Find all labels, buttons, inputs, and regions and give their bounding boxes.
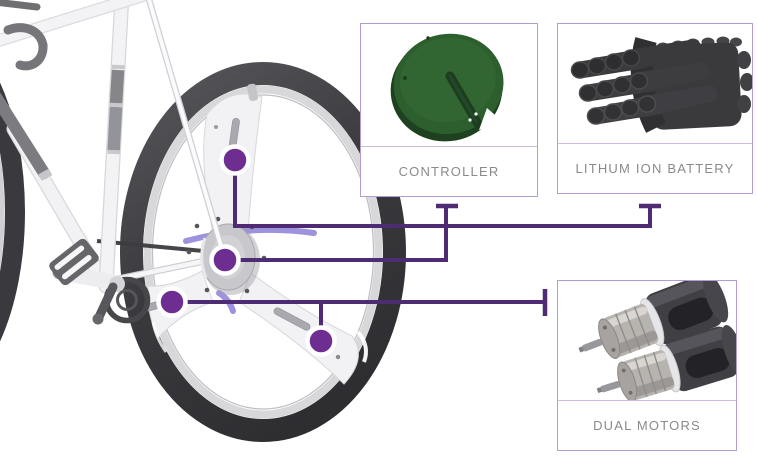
marker-dot	[209, 244, 241, 276]
battery-connector	[233, 160, 652, 228]
marker-dot	[219, 144, 251, 176]
motors-label: DUAL MOTORS	[558, 400, 736, 450]
callout-box-battery: LITHUM ION BATTERY	[557, 23, 753, 194]
front-wheel-partial	[0, 82, 25, 342]
bike-frame	[0, 0, 227, 325]
handlebar-top	[0, 0, 41, 11]
controller-label: CONTROLLER	[361, 146, 537, 196]
callout-box-controller: CONTROLLER	[360, 23, 538, 197]
pedal	[49, 238, 99, 286]
connector-lines	[172, 160, 661, 341]
handlebar-hook	[3, 23, 48, 71]
chain	[96, 239, 215, 254]
battery-label: LITHUM ION BATTERY	[558, 143, 752, 193]
geoorbital-wheel	[96, 62, 406, 442]
component-markers	[156, 144, 337, 357]
accent-band	[183, 226, 317, 244]
marker-dot	[305, 325, 337, 357]
battery-image	[558, 24, 752, 143]
marker-dot	[156, 286, 188, 318]
handlebar-drop	[0, 92, 50, 179]
wheel-tire	[120, 62, 406, 442]
controller-image	[361, 24, 537, 146]
callout-box-motors: DUAL MOTORS	[557, 280, 737, 451]
controller-connector	[225, 208, 448, 262]
motors-image	[558, 281, 736, 400]
crank-arm-lower	[94, 282, 118, 322]
wheel-rim	[143, 85, 383, 419]
